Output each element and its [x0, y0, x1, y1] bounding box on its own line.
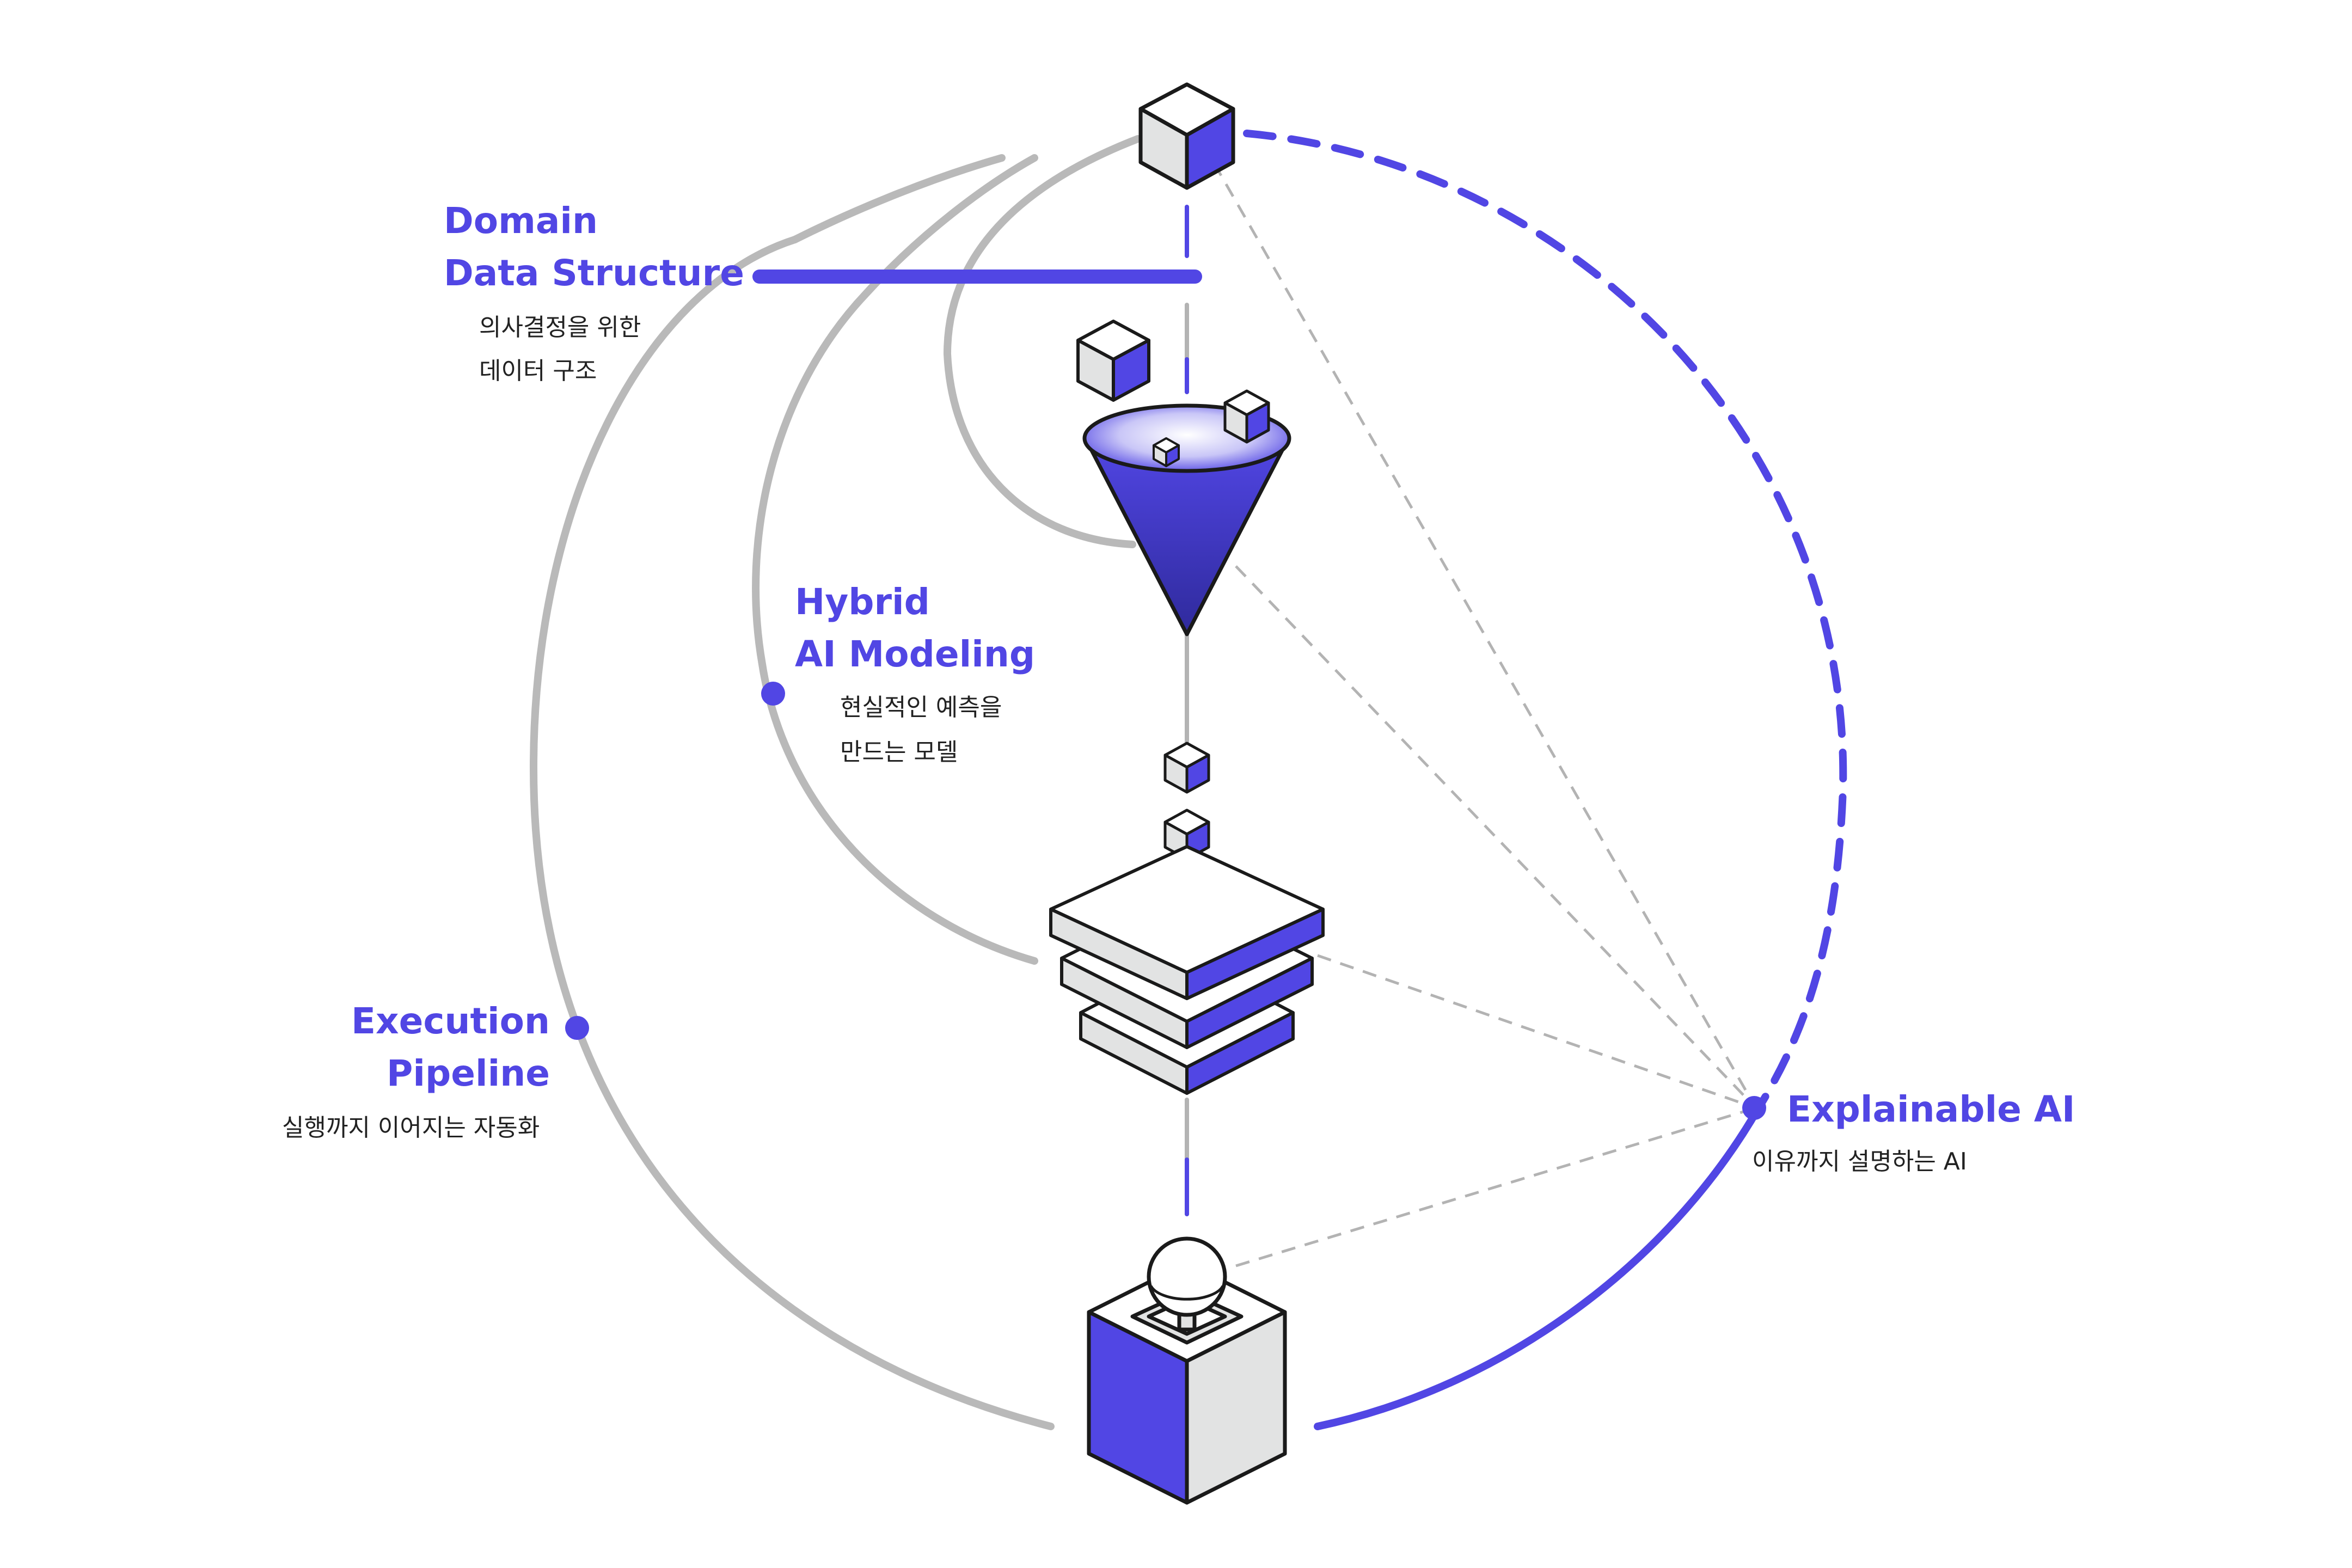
- node-dot-icon: [761, 682, 785, 706]
- execution-desc: 실행까지 이어지는 자동화: [282, 1114, 540, 1142]
- cube-icon: [1163, 742, 1210, 794]
- explainable-ai-arc: [1243, 130, 1847, 1430]
- hybrid-title-line1: Hybrid: [795, 581, 930, 623]
- execution-title-line2: Pipeline: [387, 1052, 550, 1094]
- hybrid-modeling-ring: [752, 154, 1038, 965]
- domain-title-line1: Domain: [444, 200, 598, 242]
- hybrid-title-line2: AI Modeling: [795, 633, 1036, 675]
- cube-icon: [1076, 320, 1150, 402]
- guide-lines: [1212, 162, 1757, 1267]
- domain-desc-line1: 의사결정을 위한: [479, 314, 641, 341]
- domain-desc-line2: 데이터 구조: [479, 357, 597, 385]
- layer-stack-icon: [1049, 845, 1325, 1095]
- explainable-title: Explainable AI: [1787, 1088, 2075, 1130]
- domain-structure-ring: [943, 135, 1142, 548]
- funnel-icon: [1082, 403, 1291, 636]
- hybrid-desc-line1: 현실적인 예측을: [840, 694, 1002, 721]
- execution-title-line1: Execution: [351, 1000, 550, 1042]
- cube-icon: [1153, 437, 1180, 467]
- node-dot-icon: [1742, 1096, 1766, 1120]
- cube-icon: [1223, 389, 1270, 444]
- joystick-block-icon: [1087, 1236, 1287, 1505]
- explainable-desc: 이유까지 설명하는 AI: [1752, 1148, 1967, 1175]
- domain-title-line2: Data Structure: [444, 252, 744, 294]
- node-dot-icon: [565, 1016, 589, 1040]
- hybrid-desc-line2: 만드는 모델: [840, 738, 958, 766]
- execution-pipeline-ring: [529, 154, 1055, 1430]
- cube-icon: [1138, 82, 1235, 190]
